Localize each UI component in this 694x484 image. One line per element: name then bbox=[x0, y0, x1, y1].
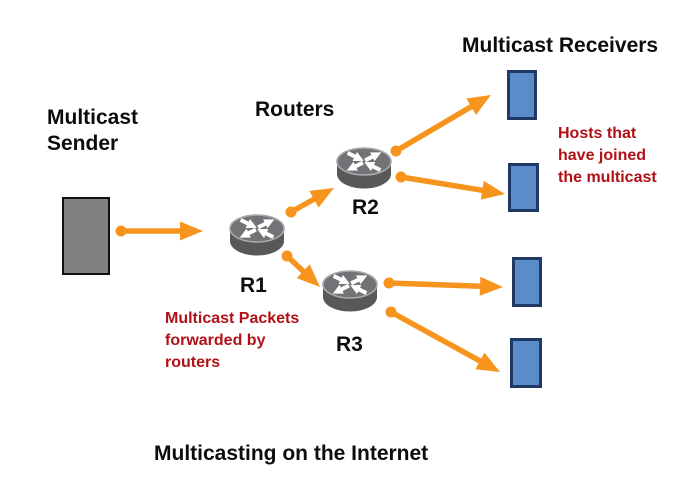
arrow-R2-to-receiver-2 bbox=[395, 171, 505, 200]
router-label-r2: R2 bbox=[352, 196, 379, 219]
arrow-R2-to-receiver-1 bbox=[390, 95, 491, 157]
arrow-R1-to-R3 bbox=[281, 250, 320, 287]
routers-heading: Routers bbox=[255, 98, 335, 121]
arrow-sender-to-R1 bbox=[115, 221, 203, 241]
arrow-R3-to-receiver-4 bbox=[385, 306, 500, 372]
receiver-box-1 bbox=[507, 70, 537, 120]
router-icon-r1 bbox=[227, 212, 287, 260]
router-icon-r3 bbox=[320, 268, 380, 316]
multicast-sender-box bbox=[62, 197, 110, 275]
router-icon-r2 bbox=[334, 145, 394, 193]
router-label-r1: R1 bbox=[240, 274, 267, 297]
diagram-title: Multicasting on the Internet bbox=[154, 442, 429, 465]
hosts-joined-note: Hosts that have joined the multicast bbox=[558, 125, 657, 186]
arrow-R3-to-receiver-3 bbox=[383, 276, 503, 296]
receiver-box-2 bbox=[508, 163, 539, 212]
receivers-heading: Multicast Receivers bbox=[462, 34, 659, 57]
packets-forwarded-note: Multicast Packets forwarded by routers bbox=[165, 310, 300, 371]
router-label-r3: R3 bbox=[336, 333, 363, 356]
sender-heading: Multicast Sender bbox=[47, 106, 139, 155]
receiver-box-3 bbox=[512, 257, 542, 307]
arrow-R1-to-R2 bbox=[285, 188, 334, 218]
receiver-box-4 bbox=[510, 338, 542, 388]
